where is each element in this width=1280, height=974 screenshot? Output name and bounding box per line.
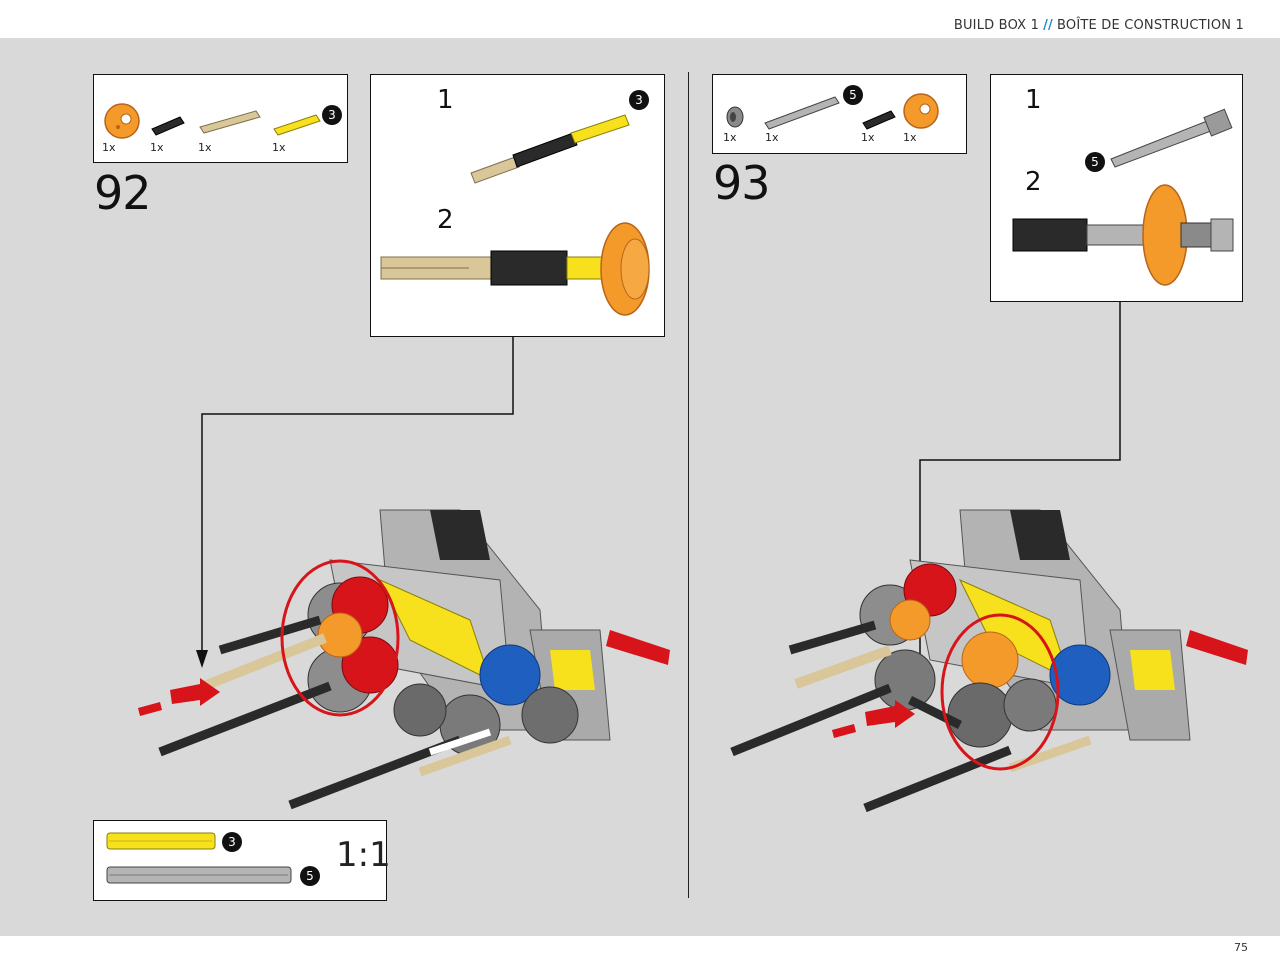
step93-model-illustration	[710, 500, 1270, 830]
page-number: 75	[1234, 941, 1248, 954]
page-footer: 75	[0, 936, 1280, 974]
